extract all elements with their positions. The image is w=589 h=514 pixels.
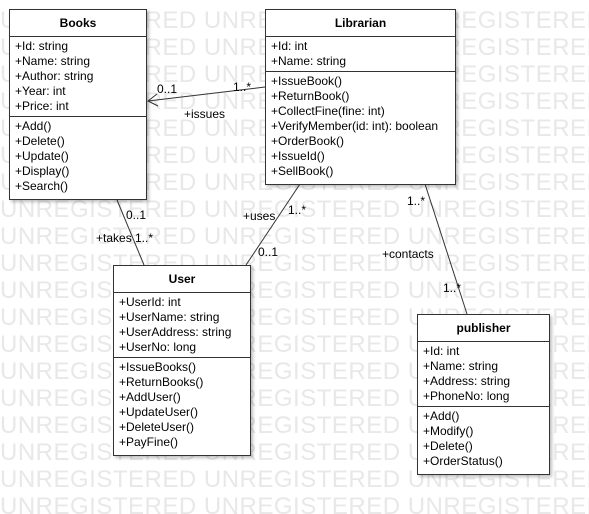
contacts-publisher-multiplicity: 1..* xyxy=(443,281,462,295)
issues-association-name: +issues xyxy=(184,107,226,121)
uses-user-multiplicity: 0..1 xyxy=(258,245,279,259)
watermark-text: UNREGISTERED UNREGISTERED UNREGISTERED U… xyxy=(0,277,589,304)
takes-association-line[interactable] xyxy=(116,199,145,266)
operation: +Delete() xyxy=(15,134,65,148)
attributes-section: +Id: int +Name: string +Address: string … xyxy=(418,342,549,407)
attribute: +Name: string xyxy=(423,359,499,373)
class-name: User xyxy=(114,266,250,293)
attribute: +Id: int xyxy=(271,39,308,53)
operation: +Update() xyxy=(15,149,69,163)
uses-librarian-multiplicity: 1..* xyxy=(288,203,307,217)
operation: +AddUser() xyxy=(119,390,181,404)
operations-section: +IssueBook() +ReturnBook() +CollectFine(… xyxy=(266,72,455,181)
operation: +IssueBooks() xyxy=(119,360,197,374)
attribute: +Price: int xyxy=(15,99,69,113)
uses-association-name: +uses xyxy=(243,209,276,223)
operation: +Add() xyxy=(423,409,460,423)
attribute: +PhoneNo: long xyxy=(423,389,510,403)
attributes-section: +Id: string +Name: string +Author: strin… xyxy=(10,37,146,117)
operation: +CollectFine(fine: int) xyxy=(271,104,385,118)
attribute: +Name: string xyxy=(271,54,347,68)
issues-librarian-multiplicity: 1..* xyxy=(233,80,252,94)
class-name: publisher xyxy=(418,315,549,342)
attribute: +Author: string xyxy=(15,69,94,83)
contacts-association-name: +contacts xyxy=(382,247,434,261)
attribute: +UserAddress: string xyxy=(119,325,232,339)
attribute: +UserNo: long xyxy=(119,340,197,354)
attributes-section: +UserId: int +UserName: string +UserAddr… xyxy=(114,293,250,358)
books-class-box[interactable]: Books +Id: string +Name: string +Author:… xyxy=(9,9,147,200)
watermark-text: UNREGISTERED UNREGISTERED UNREGISTERED U… xyxy=(0,223,589,250)
issues-association-line[interactable] xyxy=(147,86,266,102)
takes-books-multiplicity: 0..1 xyxy=(126,208,147,222)
operation: +ReturnBook() xyxy=(271,89,350,103)
operation: +DeleteUser() xyxy=(119,420,195,434)
attribute: +Name: string xyxy=(15,54,91,68)
operation: +PayFine() xyxy=(119,435,179,449)
operation: +ReturnBooks() xyxy=(119,375,204,389)
contacts-librarian-multiplicity: 1..* xyxy=(407,194,426,208)
operation: +Search() xyxy=(15,179,69,193)
operation: +Add() xyxy=(15,119,52,133)
watermark-text: UNREGISTERED UNREGISTERED UNREGISTERED U… xyxy=(0,196,589,223)
operation: +OrderBook() xyxy=(271,134,345,148)
operation: +SellBook() xyxy=(271,164,334,178)
operation: +OrderStatus() xyxy=(423,454,503,468)
operation: +IssueBook() xyxy=(271,74,343,88)
class-name: Librarian xyxy=(266,10,455,37)
operation: +Display() xyxy=(15,164,70,178)
attribute: +Id: int xyxy=(423,344,460,358)
issues-books-multiplicity: 0..1 xyxy=(157,82,178,96)
operation: +Modify() xyxy=(423,424,474,438)
operation: +Delete() xyxy=(423,439,473,453)
watermark-text: UNREGISTERED UNREGISTERED UNREGISTERED U… xyxy=(0,250,589,277)
uses-association-line[interactable] xyxy=(245,183,301,266)
operation: +IssueId() xyxy=(271,149,325,163)
issues-arrowhead xyxy=(147,93,159,107)
user-class-box[interactable]: User +UserId: int +UserName: string +Use… xyxy=(113,265,251,456)
attribute: +Year: int xyxy=(15,84,66,98)
operations-section: +Add() +Modify() +Delete() +OrderStatus(… xyxy=(418,407,549,471)
publisher-class-box[interactable]: publisher +Id: int +Name: string +Addres… xyxy=(417,314,550,475)
operation: +VerifyMember(id: int): boolean xyxy=(271,119,439,133)
attribute: +UserName: string xyxy=(119,310,220,324)
takes-association-name: +takes xyxy=(96,231,132,245)
operations-section: +Add() +Delete() +Update() +Display() +S… xyxy=(10,117,146,196)
attribute: +Id: string xyxy=(15,39,69,53)
watermark-text: UNREGISTERED UNREGISTERED UNREGISTERED U… xyxy=(0,493,589,514)
attribute: +Address: string xyxy=(423,374,511,388)
attributes-section: +Id: int +Name: string xyxy=(266,37,455,72)
contacts-association-line[interactable] xyxy=(424,183,468,315)
takes-user-multiplicity: 1..* xyxy=(135,231,154,245)
class-name: Books xyxy=(10,10,146,37)
librarian-class-box[interactable]: Librarian +Id: int +Name: string +IssueB… xyxy=(265,9,456,185)
operation: +UpdateUser() xyxy=(119,405,199,419)
operations-section: +IssueBooks() +ReturnBooks() +AddUser() … xyxy=(114,358,250,452)
attribute: +UserId: int xyxy=(119,295,181,309)
